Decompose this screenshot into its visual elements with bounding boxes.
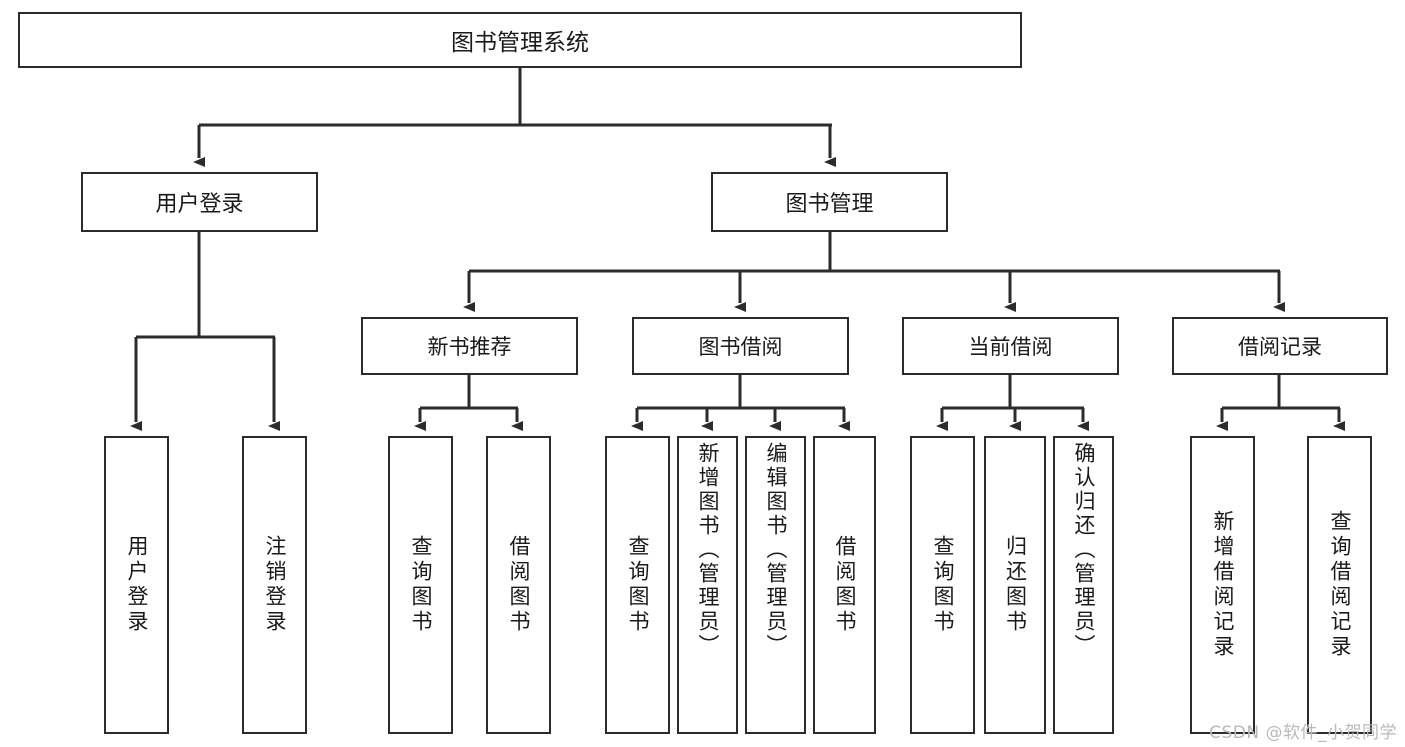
node-label: 新书推荐 — [427, 335, 512, 359]
leaf-label: 查询图书 — [931, 535, 955, 635]
leaf-label: 确认归还（管理员） — [1072, 442, 1096, 658]
node-label: 当前借阅 — [968, 335, 1053, 359]
edge-user-login-to-leaves — [130, 232, 280, 431]
leaf-label: 新增借阅记录 — [1211, 510, 1235, 660]
leaf-label: 查询图书 — [409, 535, 433, 635]
leaf-label: 查询借阅记录 — [1328, 510, 1352, 660]
edge-root-to-level1 — [193, 68, 836, 167]
node-label: 图书管理 — [785, 192, 874, 217]
node-label: 用户登录 — [155, 192, 244, 217]
node-root-system[interactable]: 图书管理系统 — [18, 12, 1022, 68]
edge-borrow-record-to-leaves — [1216, 375, 1345, 431]
leaf-label: 用户登录 — [125, 535, 149, 635]
edge-current-borrow-to-leaves — [936, 375, 1089, 431]
leaf-label: 借阅图书 — [833, 535, 857, 635]
node-book-manage[interactable]: 图书管理 — [711, 172, 948, 232]
edge-book-borrow-to-leaves — [631, 375, 850, 431]
edge-new-book-to-leaves — [414, 375, 523, 431]
node-book-borrow[interactable]: 图书借阅 — [632, 317, 849, 375]
leaf-label: 编辑图书（管理员） — [764, 442, 788, 658]
leaf-node-add-book[interactable]: 新增图书（管理员） — [677, 436, 738, 734]
edge-book-manage-to-level2 — [463, 232, 1285, 312]
leaf-node-query-book-1[interactable]: 查询图书 — [388, 436, 453, 734]
node-borrow-record[interactable]: 借阅记录 — [1172, 317, 1388, 375]
leaf-label: 归还图书 — [1003, 535, 1028, 635]
node-new-book-recommend[interactable]: 新书推荐 — [361, 317, 578, 375]
leaf-node-query-record[interactable]: 查询借阅记录 — [1307, 436, 1372, 734]
leaf-node-edit-book[interactable]: 编辑图书（管理员） — [745, 436, 806, 734]
leaf-label: 新增图书（管理员） — [696, 442, 720, 658]
leaf-node-return-book[interactable]: 归还图书 — [984, 436, 1046, 734]
leaf-node-add-record[interactable]: 新增借阅记录 — [1190, 436, 1255, 734]
node-user-login[interactable]: 用户登录 — [81, 172, 318, 232]
leaf-label: 借阅图书 — [507, 535, 531, 635]
node-label: 图书借阅 — [698, 335, 783, 359]
node-current-borrow[interactable]: 当前借阅 — [902, 317, 1119, 375]
leaf-node-query-book-3[interactable]: 查询图书 — [910, 436, 975, 734]
leaf-node-user-logout[interactable]: 注销登录 — [242, 436, 307, 734]
leaf-node-confirm-return[interactable]: 确认归还（管理员） — [1053, 436, 1114, 734]
leaf-label: 查询图书 — [626, 535, 650, 635]
leaf-node-user-login[interactable]: 用户登录 — [104, 436, 169, 734]
leaf-node-borrow-book-2[interactable]: 借阅图书 — [813, 436, 876, 734]
leaf-node-borrow-book-1[interactable]: 借阅图书 — [486, 436, 551, 734]
node-label: 借阅记录 — [1238, 335, 1322, 359]
node-label: 图书管理系统 — [451, 30, 589, 56]
leaf-label: 注销登录 — [263, 535, 287, 635]
leaf-node-query-book-2[interactable]: 查询图书 — [605, 436, 670, 734]
